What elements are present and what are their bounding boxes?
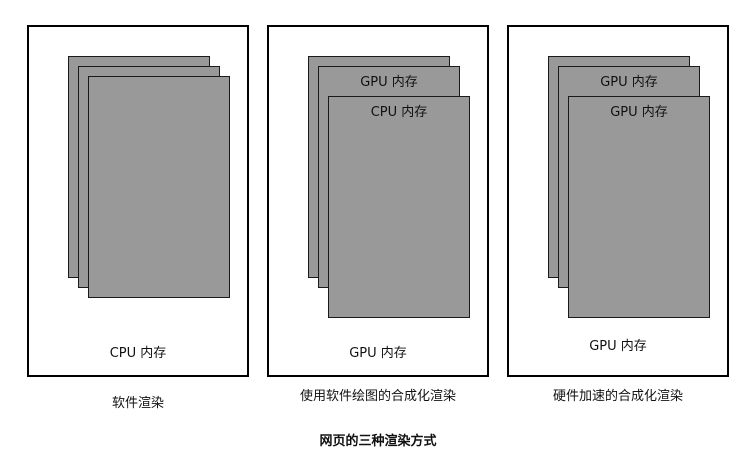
panel-hardware-accelerated-rendering: GPU 内存 GPU 内存 GPU 内存 — [507, 25, 729, 377]
layer-label: GPU 内存 — [600, 75, 658, 90]
panel-software-composited-rendering: GPU 内存 CPU 内存 GPU 内存 — [267, 25, 489, 377]
caption-software-composited-rendering: 使用软件绘图的合成化渲染 — [299, 389, 456, 404]
panel-memory-label: GPU 内存 — [349, 346, 407, 361]
panel-memory-label: CPU 内存 — [109, 346, 167, 361]
layer-label: GPU 内存 — [610, 105, 668, 120]
caption-hardware-accelerated-rendering: 硬件加速的合成化渲染 — [552, 389, 683, 404]
panel-software-rendering: CPU 内存 — [27, 25, 249, 377]
caption-software-rendering: 软件渲染 — [111, 396, 164, 411]
layer-label: CPU 内存 — [370, 105, 428, 120]
figure-title: 网页的三种渲染方式 — [319, 434, 437, 449]
layer-3: GPU 内存 — [568, 96, 710, 318]
layer-3: CPU 内存 — [328, 96, 470, 318]
layer-3 — [88, 76, 230, 298]
layer-label: GPU 内存 — [360, 75, 418, 90]
panel-memory-label: GPU 内存 — [589, 339, 647, 354]
